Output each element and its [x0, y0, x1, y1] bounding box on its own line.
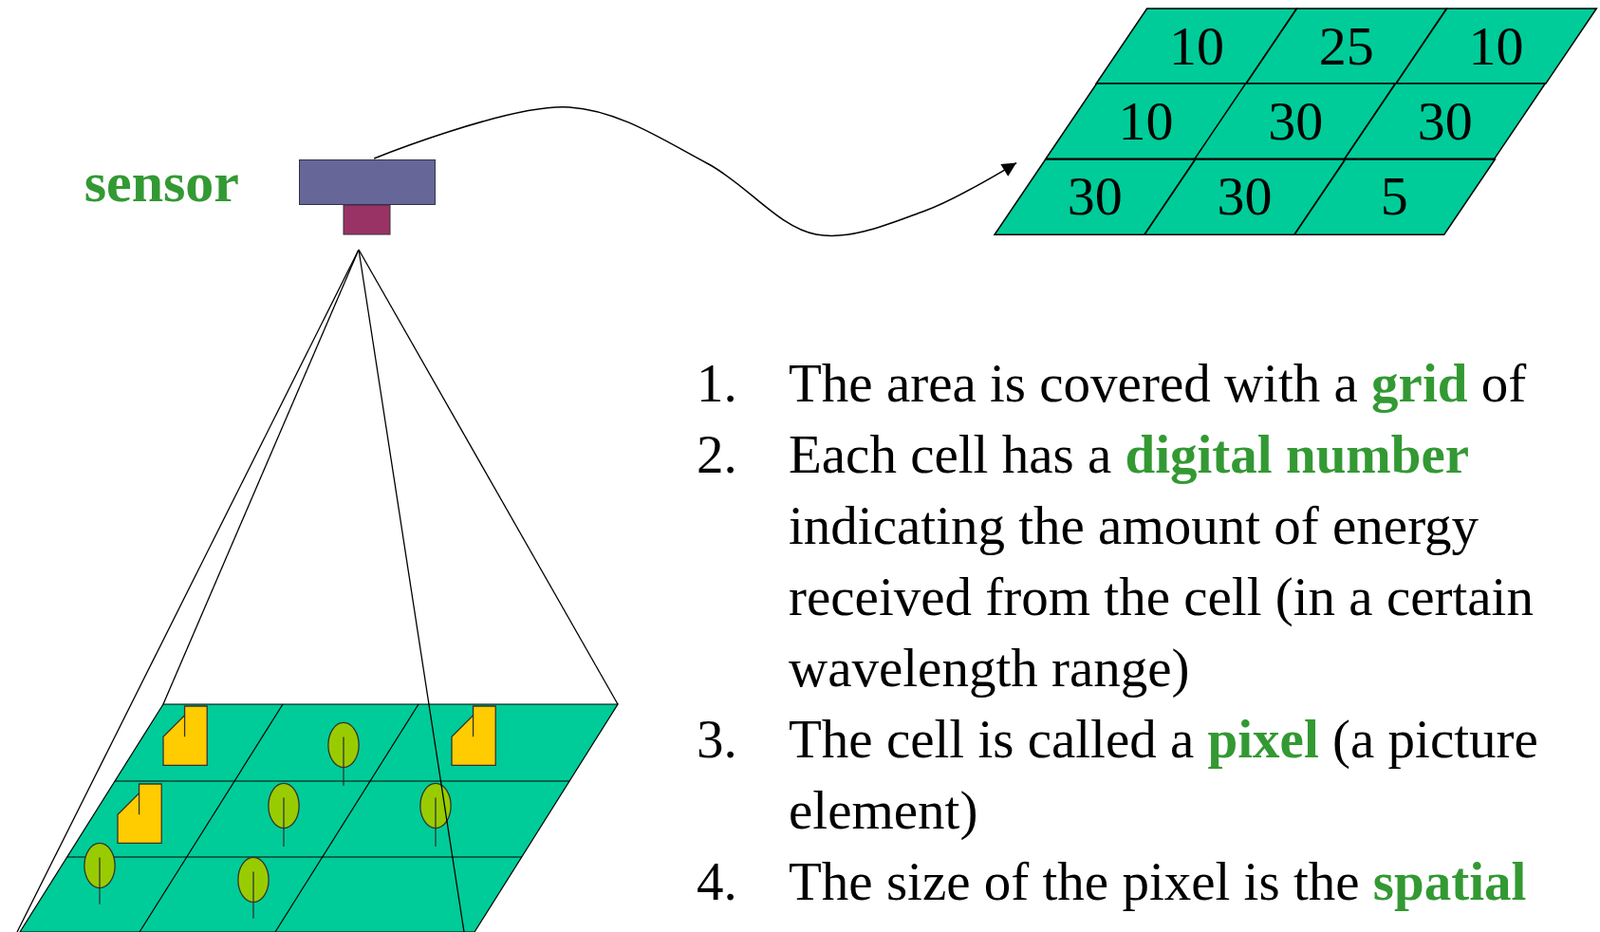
house-icon — [117, 783, 162, 843]
data-arrow — [373, 107, 1017, 237]
list-text: The area is covered with a grid of — [788, 347, 1596, 419]
sensor-box: sensor — [298, 159, 436, 205]
view-line — [17, 249, 359, 932]
cell-outline — [1344, 83, 1545, 159]
list-number: 3. — [696, 703, 789, 775]
ground-grid-line — [67, 855, 522, 857]
tree-icon — [434, 797, 436, 847]
tree-icon — [238, 856, 269, 919]
house-icon — [163, 706, 207, 765]
tree-icon — [342, 736, 344, 786]
house-icon — [117, 783, 162, 843]
tree-icon — [252, 871, 254, 918]
grid-cell: 10 — [1395, 8, 1597, 84]
cell-value: 30 — [1067, 168, 1123, 224]
list-number: 2. — [696, 418, 789, 490]
list-item: 3.The cell is called a pixel (a picture … — [696, 703, 1596, 846]
grid-cell: 5 — [1294, 159, 1495, 235]
house-icon — [472, 715, 474, 738]
view-line — [358, 249, 465, 932]
house-icon — [451, 706, 496, 765]
cell-value: 30 — [1217, 168, 1273, 224]
cell-value: 5 — [1380, 168, 1409, 224]
cell-value: 30 — [1417, 93, 1473, 149]
view-line — [358, 249, 618, 705]
list-number: 1. — [696, 347, 789, 419]
cell-value: 10 — [1468, 18, 1524, 75]
cell-value: 25 — [1319, 18, 1375, 75]
house-icon — [451, 706, 496, 765]
list-text: The size of the pixel is the spatial — [788, 845, 1596, 917]
cell-outline — [1294, 159, 1495, 235]
tree-icon — [98, 856, 100, 904]
tree-icon — [84, 842, 115, 905]
text-list: 1.The area is covered with a grid of2.Ea… — [696, 347, 1596, 917]
cell-outline — [1395, 8, 1597, 84]
ground-grid-line — [114, 780, 570, 782]
cell-value: 10 — [1117, 93, 1173, 149]
list-text: Each cell has a digital number indicatin… — [788, 418, 1596, 704]
cell-value: 10 — [1169, 18, 1225, 75]
list-item: 1.The area is covered with a grid of — [696, 347, 1596, 419]
view-line — [163, 249, 359, 705]
tree-icon — [328, 722, 359, 786]
sensor-label: sensor — [84, 150, 240, 214]
house-icon — [138, 793, 140, 816]
house-icon — [163, 706, 207, 765]
tree-icon — [282, 797, 284, 847]
tree-icon — [268, 782, 299, 847]
grid-cell: 30 — [1344, 83, 1545, 159]
list-item: 2.Each cell has a digital number indicat… — [696, 418, 1596, 704]
list-text: The cell is called a pixel (a picture el… — [788, 703, 1596, 846]
ground-area — [19, 704, 618, 932]
house-icon — [184, 715, 186, 738]
list-item: 4.The size of the pixel is the spatial — [696, 845, 1596, 917]
cell-value: 30 — [1267, 93, 1323, 149]
sensor-lens — [343, 204, 391, 235]
list-number: 4. — [696, 845, 789, 917]
